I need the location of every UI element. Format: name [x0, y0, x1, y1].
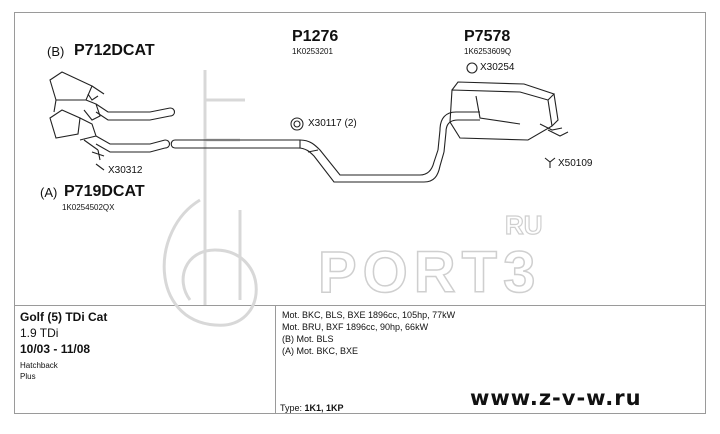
spec-line-3: (B) Mot. BLS [282, 334, 334, 344]
vehicle-years: 10/03 - 11/08 [20, 342, 91, 356]
cat-b-prefix: (B) [47, 44, 65, 59]
cat-b-code: P712DCAT [74, 42, 155, 59]
type-row: Type: 1K1, 1KP [280, 403, 344, 413]
clamp-middle-label: X30117 (2) [308, 118, 357, 129]
rear-silencer-drawing [437, 81, 569, 153]
vehicle-model: Golf (5) TDi Cat [20, 310, 108, 324]
type-label: Type: [280, 403, 303, 413]
type-value: 1K1, 1KP [304, 403, 344, 413]
vehicle-engine: 1.9 TDi [20, 326, 59, 340]
spec-line-4: (A) Mot. BKC, BXE [282, 346, 359, 356]
spec-line-2: Mot. BRU, BXF 1896cc, 90hp, 66kW [282, 322, 429, 332]
clamp-cat-label: X30312 [108, 165, 143, 176]
cat-a-oem: 1K0254502QX [62, 203, 115, 212]
watermark-suffix: RU [505, 210, 543, 240]
clamp-ring [290, 117, 304, 131]
middle-code: P1276 [292, 28, 339, 45]
diagram-frame [14, 12, 706, 414]
section-divider [14, 305, 706, 306]
catalyst-b-drawing [49, 71, 176, 121]
watermark-brand: PORT3 [318, 240, 541, 305]
vehicle-trim: Plus [20, 372, 36, 381]
cat-a-code: P719DCAT [64, 183, 145, 200]
hanger-rear-label: X50109 [558, 158, 593, 169]
exhaust-diagram [49, 62, 569, 183]
hanger-mark [544, 157, 556, 168]
vehicle-body: Hatchback [20, 361, 58, 370]
ring-rear-label: X30254 [480, 62, 515, 73]
rear-oem: 1K6253609Q [464, 47, 512, 56]
website-url: www.z-v-w.ru [470, 386, 642, 410]
rubber-ring [466, 62, 478, 74]
column-divider [275, 305, 276, 414]
clamp-mark [95, 163, 105, 171]
middle-pipe-drawing [170, 139, 445, 183]
cat-a-prefix: (A) [40, 185, 58, 200]
spec-line-1: Mot. BKC, BLS, BXE 1896cc, 105hp, 77kW [282, 310, 456, 320]
rear-code: P7578 [464, 28, 511, 45]
catalyst-a-drawing [49, 109, 171, 161]
middle-oem: 1K0253201 [292, 47, 333, 56]
